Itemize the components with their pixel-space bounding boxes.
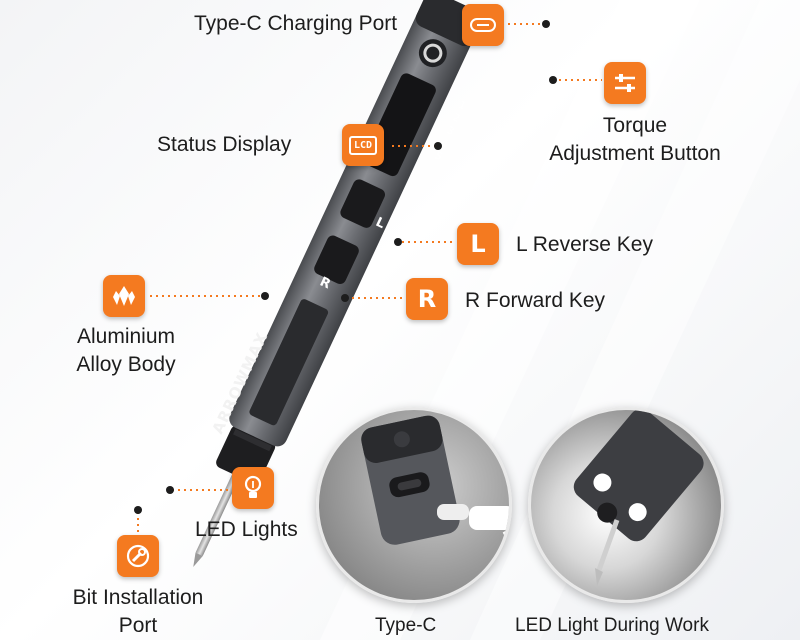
leader-dots [134, 20, 557, 514]
wrench-icon [117, 535, 159, 577]
l-reverse-key-label: L Reverse Key [516, 233, 653, 256]
light-bulb-icon [232, 467, 274, 509]
l-key-badge-letter: L [470, 230, 486, 258]
status-display-label: Status Display [157, 133, 292, 156]
torque-label-line1: Torque [602, 114, 668, 137]
brand-plate [249, 299, 329, 426]
l-reverse-key [340, 179, 386, 228]
bit-port-label: Bit Installation Port [48, 584, 228, 640]
type-c-closeup [316, 407, 512, 603]
aluminium-body-line2: Alloy Body [76, 353, 176, 376]
bit-port-line2: Port [118, 614, 158, 637]
torque-button-ring [423, 43, 443, 63]
led-work-caption: LED Light During Work [515, 615, 709, 636]
r-key-badge: R [406, 278, 448, 320]
sliders-icon [604, 62, 646, 104]
usb-c-port-icon [462, 4, 504, 46]
led-lights-label: LED Lights [195, 518, 298, 541]
lcd-icon-text: LCD [348, 135, 378, 155]
lcd-display-icon: LCD [342, 124, 384, 166]
aluminium-body-label: Aluminium Alloy Body [56, 323, 196, 379]
type-c-caption: Type-C [375, 615, 437, 636]
aluminium-body-line1: Aluminium [76, 325, 176, 348]
led-closeup [528, 407, 724, 603]
leader-lines [137, 23, 602, 532]
typec-port-label: Type-C Charging Port [194, 12, 398, 35]
r-key-badge-letter: R [417, 285, 437, 313]
r-forward-key-label: R Forward Key [465, 289, 606, 312]
torque-label: Torque Adjustment Button [528, 112, 742, 168]
crystal-icon [103, 275, 145, 317]
driver-bit [195, 471, 241, 557]
l-key-badge: L [457, 223, 499, 265]
torque-label-line2: Adjustment Button [549, 142, 721, 165]
bit-port-line1: Bit Installation [72, 586, 204, 609]
r-forward-key [314, 235, 359, 285]
